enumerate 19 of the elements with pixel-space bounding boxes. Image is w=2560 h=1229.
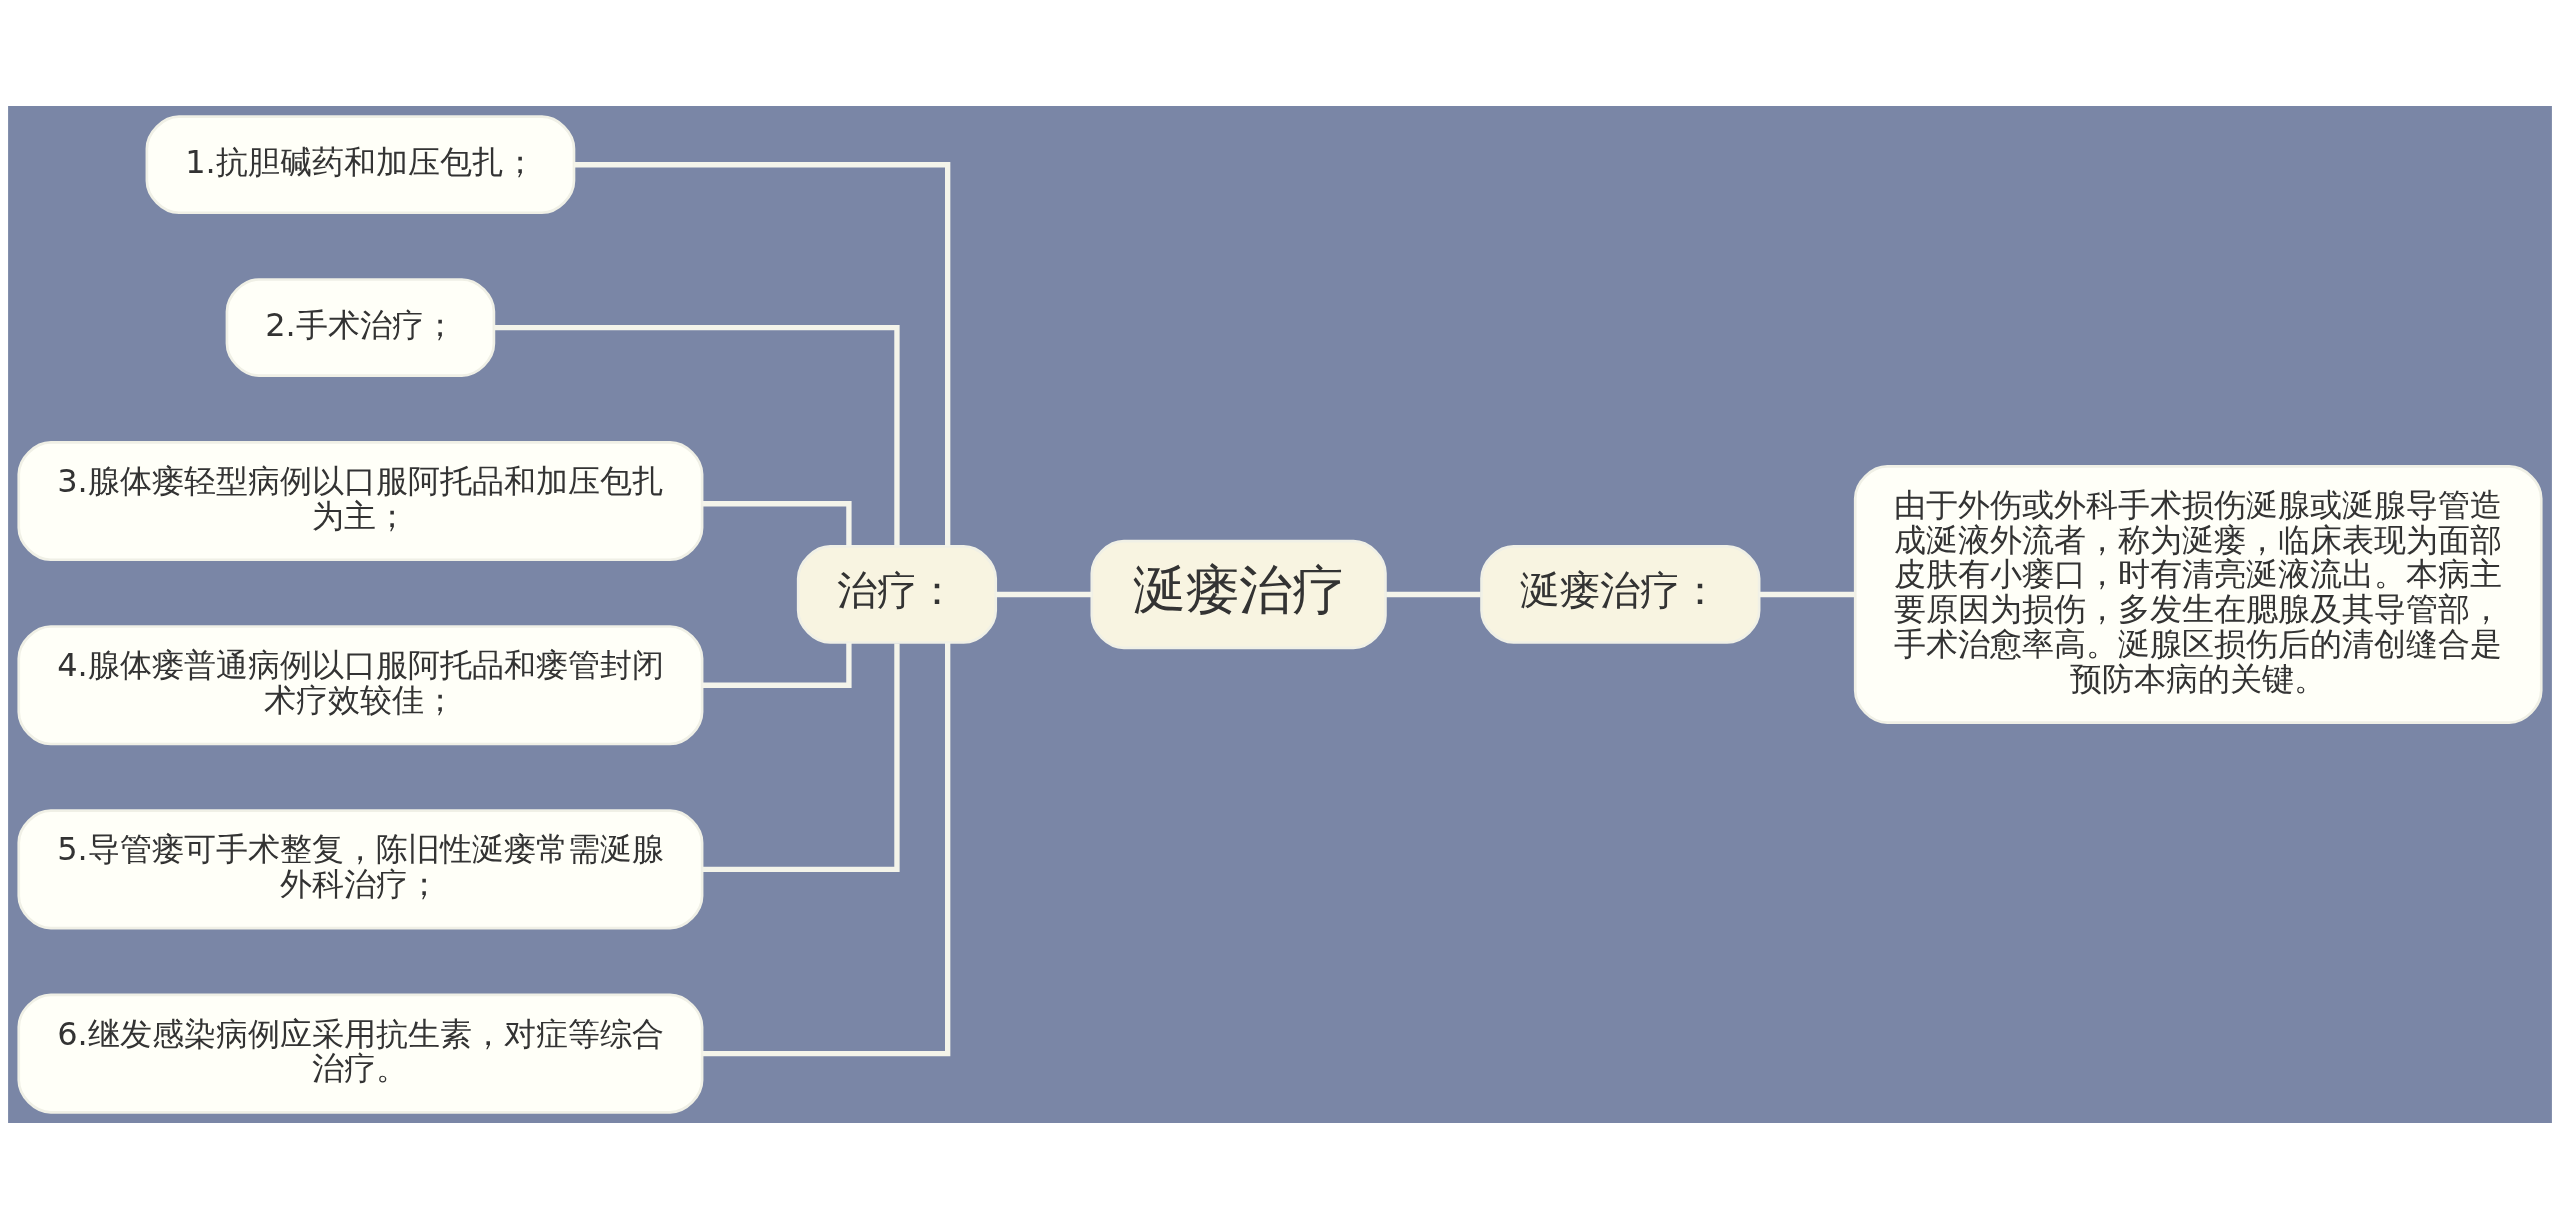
node-box: 由于外伤或外科手术损伤涎腺或涎腺导管造成涎液外流者，称为涎瘘，临床表现为面部皮肤有小瘘口，时有清亮涎液流出。本病主要原因为损伤，多发生在腮腺及其导管部，手术治愈率高。涎腺区损伤后的清创缝合是预防本病的关键。: [1853, 465, 2543, 724]
node-box: 6.继发感染病例应采用抗生素，对症等综合治疗。: [17, 993, 704, 1114]
connector: [1386, 591, 1481, 598]
connector: [702, 643, 852, 688]
node-box: 4.腺体瘘普通病例以口服阿托品和瘘管封闭术疗效较佳；: [17, 625, 704, 746]
node-box: 治疗：: [796, 545, 998, 644]
node-box: 2.手术治疗；: [225, 278, 496, 377]
node-box: 5.导管瘘可手术整复，陈旧性涎瘘常需涎腺外科治疗；: [17, 809, 704, 930]
connector: [702, 642, 951, 1057]
connector: [574, 162, 951, 546]
connector: [1759, 591, 1855, 598]
node-box: 涎瘘治疗：: [1480, 545, 1761, 644]
connector: [995, 591, 1092, 598]
node-box: 1.抗胆碱药和加压包扎；: [145, 115, 576, 215]
connector: [702, 501, 852, 546]
connector: [702, 643, 900, 873]
node-box: 涎瘘治疗: [1090, 539, 1387, 650]
node-box: 3.腺体瘘轻型病例以口服阿托品和加压包扎为主；: [17, 441, 704, 562]
connector: [494, 324, 900, 546]
